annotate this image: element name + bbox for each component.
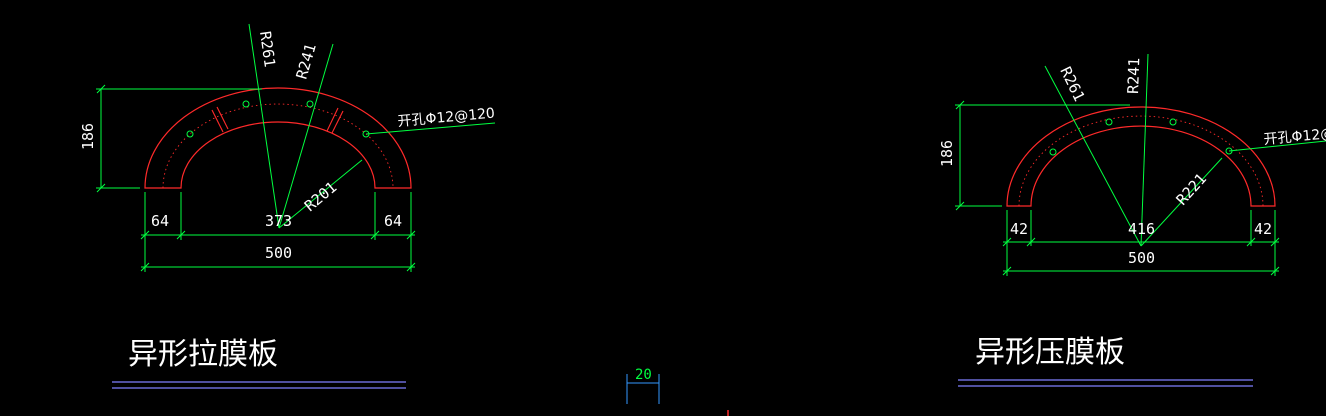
right-height-label: 186 [938,140,956,167]
right-hole [1105,118,1113,126]
right-radius-line-mid [1140,53,1149,247]
right-dim-total: 500 [1128,249,1155,267]
left-outline [144,87,412,189]
left-radius-line-outer [248,23,280,229]
scale-bar-label: 20 [635,367,652,383]
right-hole-leader [1228,140,1326,152]
right-hole-line [1018,115,1264,207]
left-hole-leader [365,122,496,135]
right-radius-mid-label: R241 [1124,57,1143,94]
right-outline [1006,106,1276,207]
left-joint [326,107,339,132]
left-dim-ticks [140,230,416,272]
left-title: 异形拉膜板 [128,337,278,372]
left-hole [242,100,250,108]
left-joint [216,106,229,130]
left-radius-line-mid [278,43,334,229]
right-title: 异形压膜板 [975,335,1125,370]
left-height-label: 186 [79,123,97,150]
right-dim-right: 42 [1254,220,1272,238]
left-dim-right: 64 [384,212,402,230]
right-dim-ticks [1002,237,1280,276]
left-radius-line-inner [278,159,363,229]
left-joint [331,110,344,134]
right-part: R261 R241 R221 开孔Φ12@12 186 42 416 42 50… [938,53,1326,387]
left-dim-total: 500 [265,244,292,262]
left-hole-note: 开孔Φ12@120 [397,106,496,130]
right-hole-note: 开孔Φ12@12 [1263,124,1326,148]
right-hole [1049,148,1057,156]
right-radius-inner-label: R221 [1173,170,1211,209]
left-radius-inner-label: R201 [301,178,340,215]
left-height-tick [96,84,106,193]
left-hole [306,100,314,108]
left-dim-left: 64 [151,212,169,230]
right-hole [1169,118,1177,126]
scale-bar: 20 [626,367,660,404]
left-hole-line [162,103,394,189]
left-hole [186,130,194,138]
left-joint [211,109,224,133]
right-dim-left: 42 [1010,220,1028,238]
left-radius-outer-label: R261 [256,30,279,68]
left-radius-mid-label: R241 [293,41,320,81]
right-radius-outer-label: R261 [1056,64,1088,104]
right-radius-line-inner [1140,157,1223,247]
right-radius-line-outer [1044,65,1142,247]
right-height-tick [955,100,965,211]
left-dim-middle: 373 [265,212,292,230]
right-dim-middle: 416 [1128,220,1155,238]
left-part: R261 R241 R201 开孔Φ12@120 186 64 373 64 5… [79,23,496,389]
